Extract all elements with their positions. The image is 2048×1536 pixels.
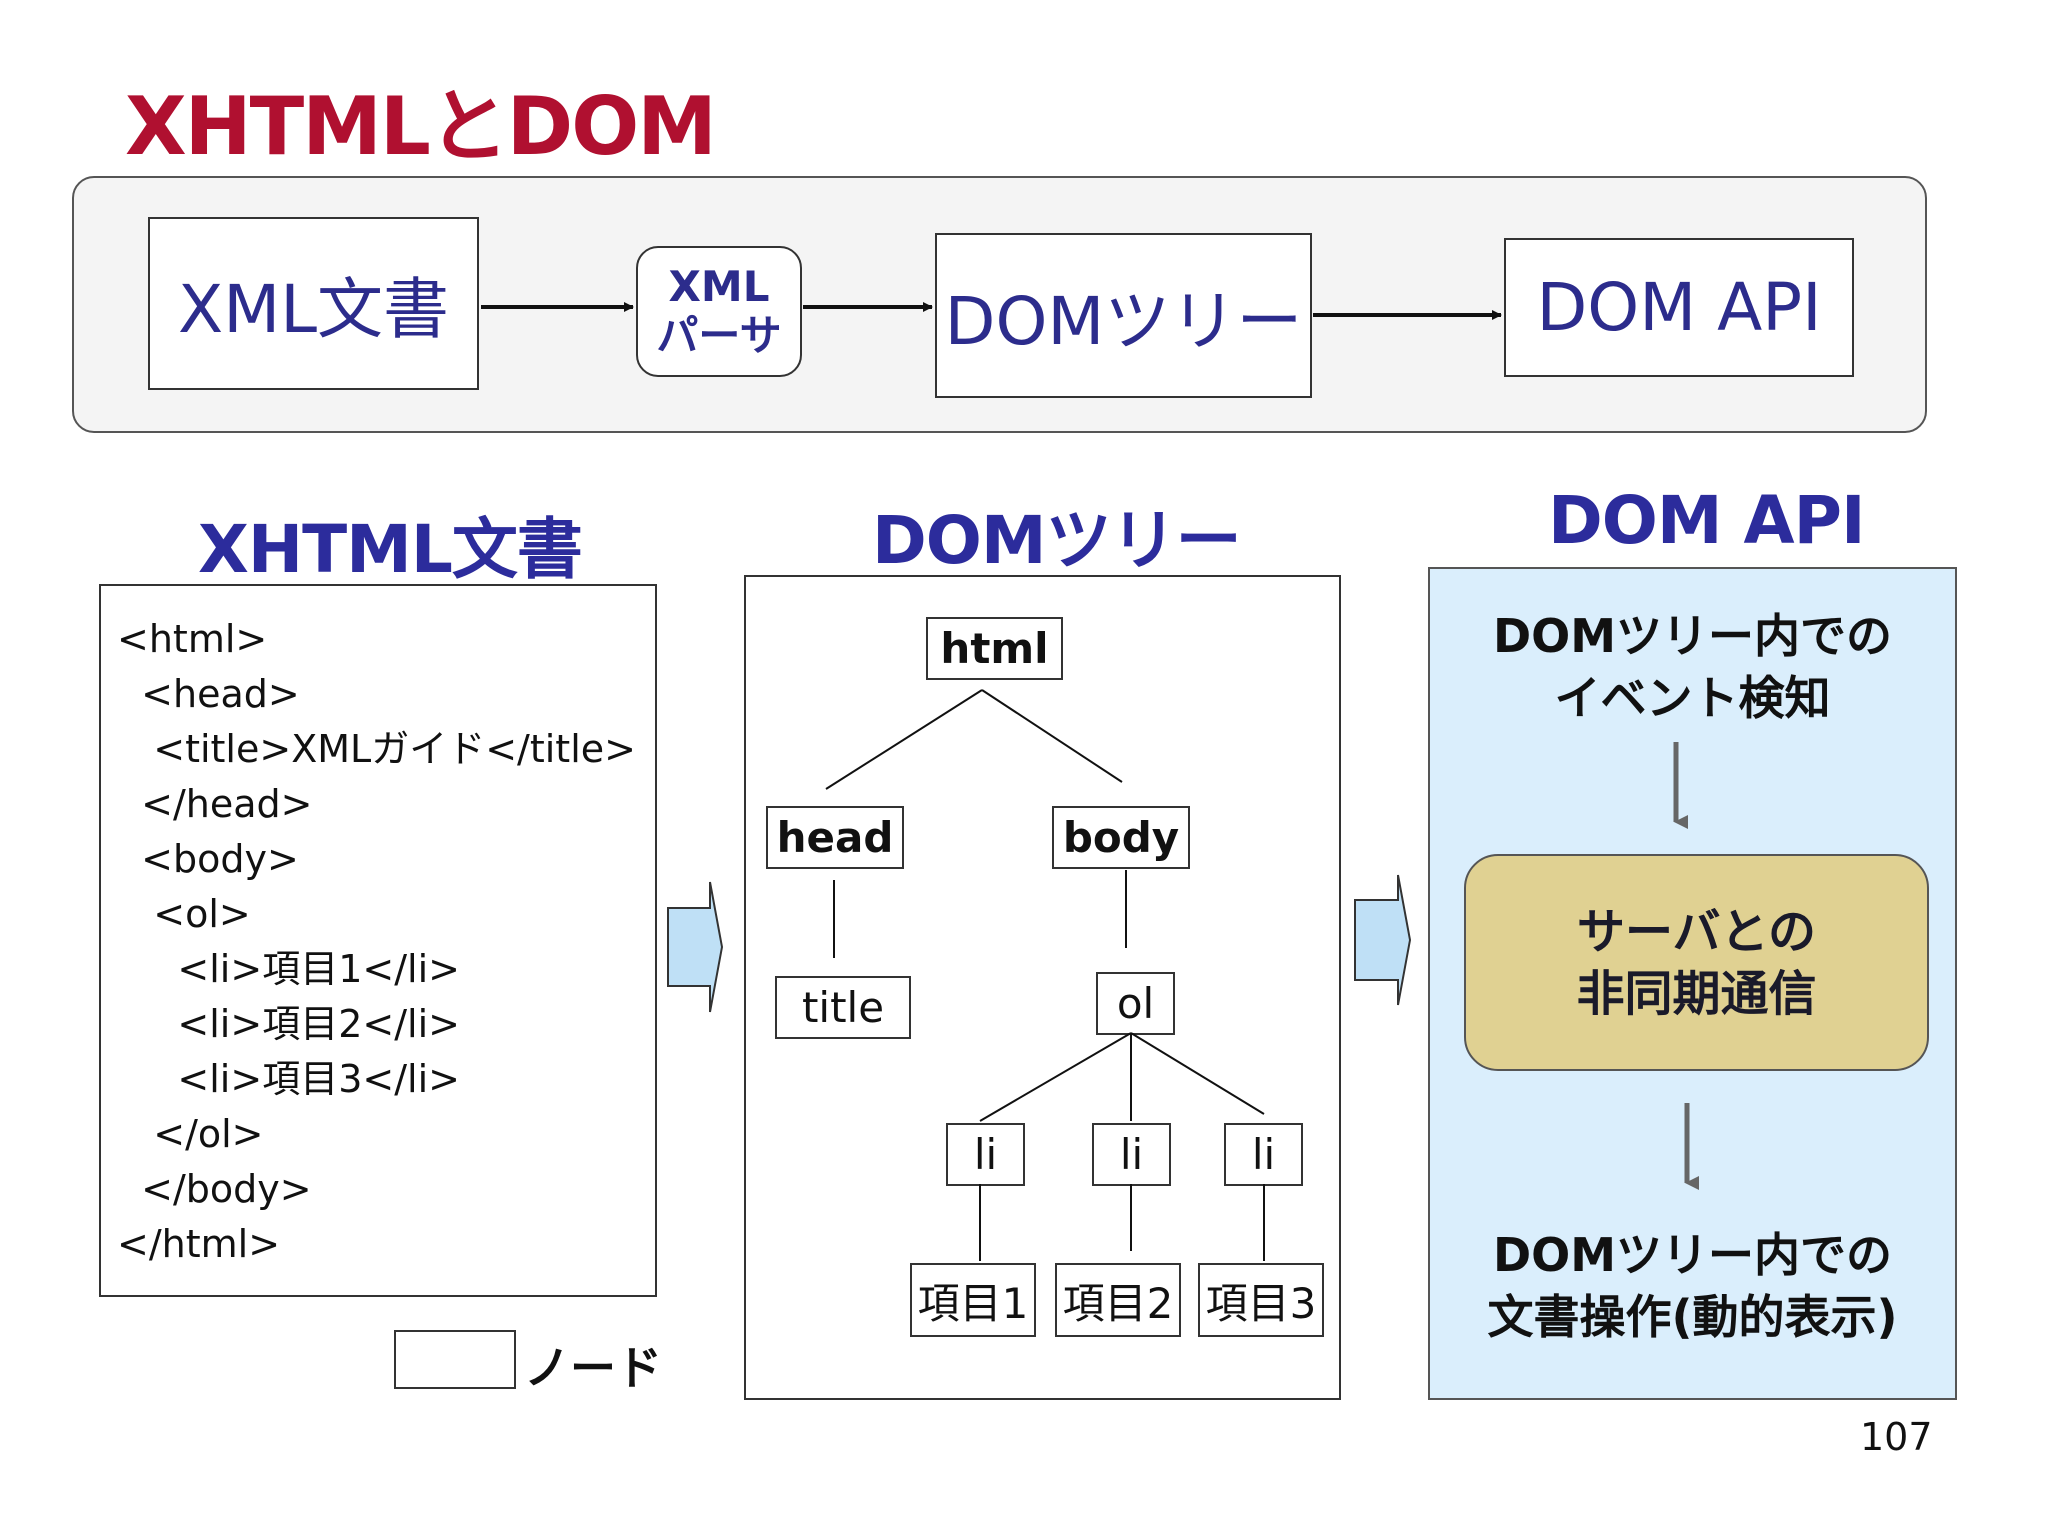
edge-ol-li3 [1130, 1032, 1265, 1115]
code-line: <html> [117, 617, 268, 661]
node-item-3: 項目3 [1198, 1263, 1324, 1337]
parser-label-line1: XML [668, 262, 770, 312]
legend-node-label: ノード [524, 1341, 662, 1395]
node-title: title [775, 976, 911, 1039]
node-ol: ol [1096, 972, 1175, 1035]
node-head: head [766, 806, 904, 869]
code-line: </head> [117, 782, 313, 826]
async-communication-box: サーバとの 非同期通信 [1464, 854, 1929, 1071]
code-line: <ol> [117, 892, 251, 936]
xml-document-label: XML文書 [178, 270, 449, 348]
node-item-2: 項目2 [1055, 1263, 1181, 1337]
parser-label-line2: パーサ [656, 310, 782, 360]
dom-api-panel: DOMツリー内での イベント検知 サーバとの 非同期通信 DOMツリー内での 文… [1428, 567, 1957, 1400]
code-line: </body> [117, 1167, 312, 1211]
code-line: </ol> [117, 1112, 264, 1156]
heading-dom-api: DOM API [1548, 482, 1866, 559]
heading-xhtml-document: XHTML文書 [198, 511, 583, 588]
dom-api-box: DOM API [1504, 238, 1854, 377]
xhtml-code-box: <html> <head> <title>XMLガイド</title> </he… [99, 584, 657, 1297]
node-item-1: 項目1 [910, 1263, 1036, 1337]
code-line: <title>XMLガイド</title> [117, 727, 636, 771]
code-line: <li>項目2</li> [117, 1002, 460, 1046]
code-line: <body> [117, 837, 299, 881]
dom-tree-label: DOMツリー [944, 282, 1303, 360]
code-line: <li>項目1</li> [117, 947, 460, 991]
node-body: body [1052, 806, 1190, 869]
node-html: html [926, 617, 1063, 680]
block-arrow-tree-to-api [1354, 874, 1412, 1006]
code-line: <li>項目3</li> [117, 1057, 460, 1101]
code-line: <head> [117, 672, 300, 716]
node-li: li [1092, 1123, 1171, 1186]
slide-title: XHTMLとDOM [125, 80, 717, 173]
dom-api-label: DOM API [1536, 269, 1822, 346]
edge-html-head [825, 689, 983, 790]
async-line2: 非同期通信 [1576, 965, 1817, 1022]
code-line: </html> [117, 1222, 281, 1266]
event-detection-line1: DOMツリー内での [1492, 609, 1893, 663]
legend-node-swatch [394, 1330, 516, 1389]
page-number: 107 [1860, 1415, 1933, 1459]
event-detection-line2: イベント検知 [1554, 671, 1831, 725]
xml-parser-box: XML パーサ [636, 246, 802, 377]
document-manipulation-line2: 文書操作(動的表示) [1487, 1290, 1898, 1344]
document-manipulation-line1: DOMツリー内での [1492, 1228, 1893, 1282]
edge-html-body [981, 689, 1123, 783]
dom-tree-box: DOMツリー [935, 233, 1312, 398]
node-li: li [946, 1123, 1025, 1186]
block-arrow-code-to-tree [667, 881, 724, 1013]
async-line1: サーバとの [1576, 903, 1817, 960]
edge-ol-li1 [979, 1032, 1132, 1122]
dom-tree-diagram: html head body title ol li li li 項目1 項目2… [744, 575, 1341, 1400]
heading-dom-tree: DOMツリー [872, 502, 1242, 579]
xml-document-box: XML文書 [148, 217, 479, 390]
